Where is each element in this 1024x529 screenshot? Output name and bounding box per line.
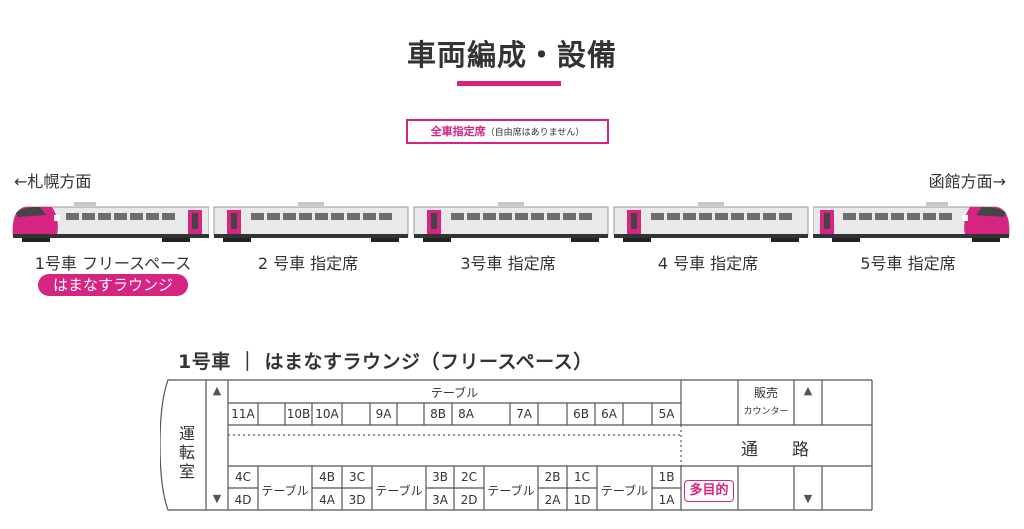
table-label: テーブル [600,484,649,498]
floor-plan: 運 転 室 ▲ ▼ テーブル 11A 10B 10A 9A 8B 8A 7A 6… [160,378,874,512]
seat: 10B [286,407,311,421]
page-title: 車両編成・設備 [406,38,617,72]
aisle-label: 通 路 [741,440,809,460]
reserved-notice-main: 全車指定席 [430,125,486,138]
up-arrow-icon: ▲ [803,384,813,397]
floor-plan-lines [160,379,873,511]
seat: 1A [658,493,675,507]
seat: 1C [573,470,590,484]
seat: 2B [544,470,561,484]
car-2-label: 2 号車 指定席 [257,254,359,273]
seat: 8A [458,407,474,421]
seat: 2A [544,493,561,507]
down-arrow-icon: ▼ [212,492,222,505]
seat: 3D [348,493,366,507]
up-arrow-icon: ▲ [212,384,222,397]
shop-label: 販売 [753,386,778,400]
cab-label-char: 転 [178,443,195,462]
seat: 8B [430,407,446,421]
reserved-seat-notice: 全車指定席（自由席はありません） [406,119,609,144]
table-label: テーブル [487,484,535,498]
seat: 3C [348,470,365,484]
lounge-badge: はまなすラウンジ [38,274,188,296]
car-3-label: 3号車 指定席 [460,254,556,273]
cab-label: 運 転 室 [168,424,206,481]
seat: 5A [658,407,675,421]
seat: 3B [432,470,448,484]
seat: 9A [375,407,392,421]
seat: 10A [315,407,339,421]
car-4-label: 4 号車 指定席 [657,254,759,273]
seat: 4D [234,493,252,507]
car-5-label: 5号車 指定席 [860,254,956,273]
table-label: テーブル [261,484,309,498]
cab-label-char: 室 [178,462,195,481]
multipurpose-room: 多目的 [684,480,734,502]
seat: 1B [658,470,675,484]
table-label: テーブル [375,484,423,498]
car-4-illustration [613,202,809,242]
car-3-illustration [413,202,609,242]
seat: 4C [234,470,251,484]
seat: 3A [432,493,448,507]
seat: 2C [460,470,477,484]
seat: 2D [460,493,478,507]
seat: 6B [573,407,589,421]
direction-sapporo: ←札幌方面 [14,172,92,191]
car-1-illustration [12,202,209,242]
table-label-top: テーブル [430,386,479,400]
down-arrow-icon: ▼ [803,492,813,505]
seat: 7A [516,407,532,421]
seat: 1D [573,493,591,507]
direction-hakodate: 函館方面→ [928,172,1006,191]
car-1-label: 1号車 フリースペース [34,254,192,273]
floor-plan-heading: 1号車 ｜ はまなすラウンジ（フリースペース） [178,351,593,373]
seat: 4B [319,470,335,484]
seat: 11A [231,407,255,421]
reserved-notice-sub: （自由席はありません） [485,128,585,138]
cab-label-char: 運 [178,424,195,443]
seat: 4A [319,493,335,507]
car-2-illustration [213,202,409,242]
car-5-illustration [813,202,1010,242]
seat: 6A [601,407,617,421]
title-underline [457,81,561,86]
counter-label: カウンター [743,407,789,417]
